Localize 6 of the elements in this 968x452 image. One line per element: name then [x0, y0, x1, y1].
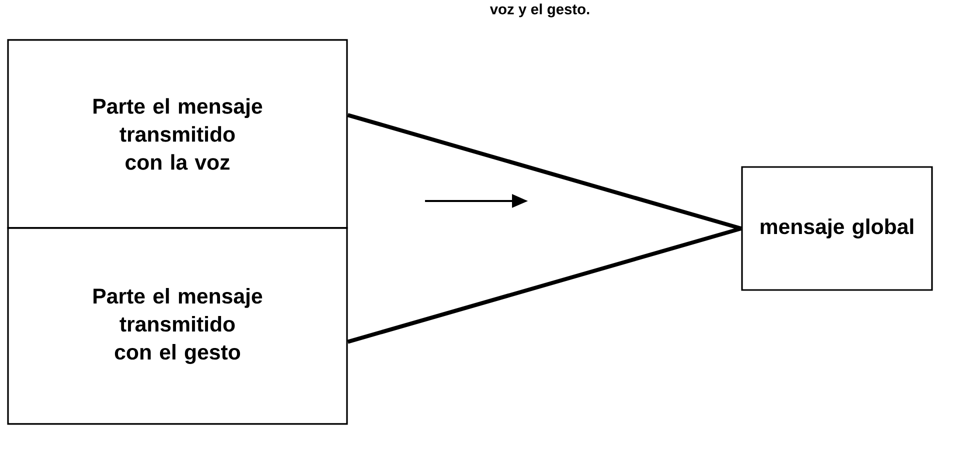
- text-box: Parte el mensaje transmitido con el gesto: [7, 227, 348, 425]
- connector-line: [347, 113, 742, 230]
- connector-line: [347, 226, 742, 344]
- text-box: mensaje global: [741, 166, 933, 291]
- text-box: Parte el mensaje transmitido con la voz: [7, 39, 348, 229]
- caption-text: voz y el gesto.: [490, 4, 590, 18]
